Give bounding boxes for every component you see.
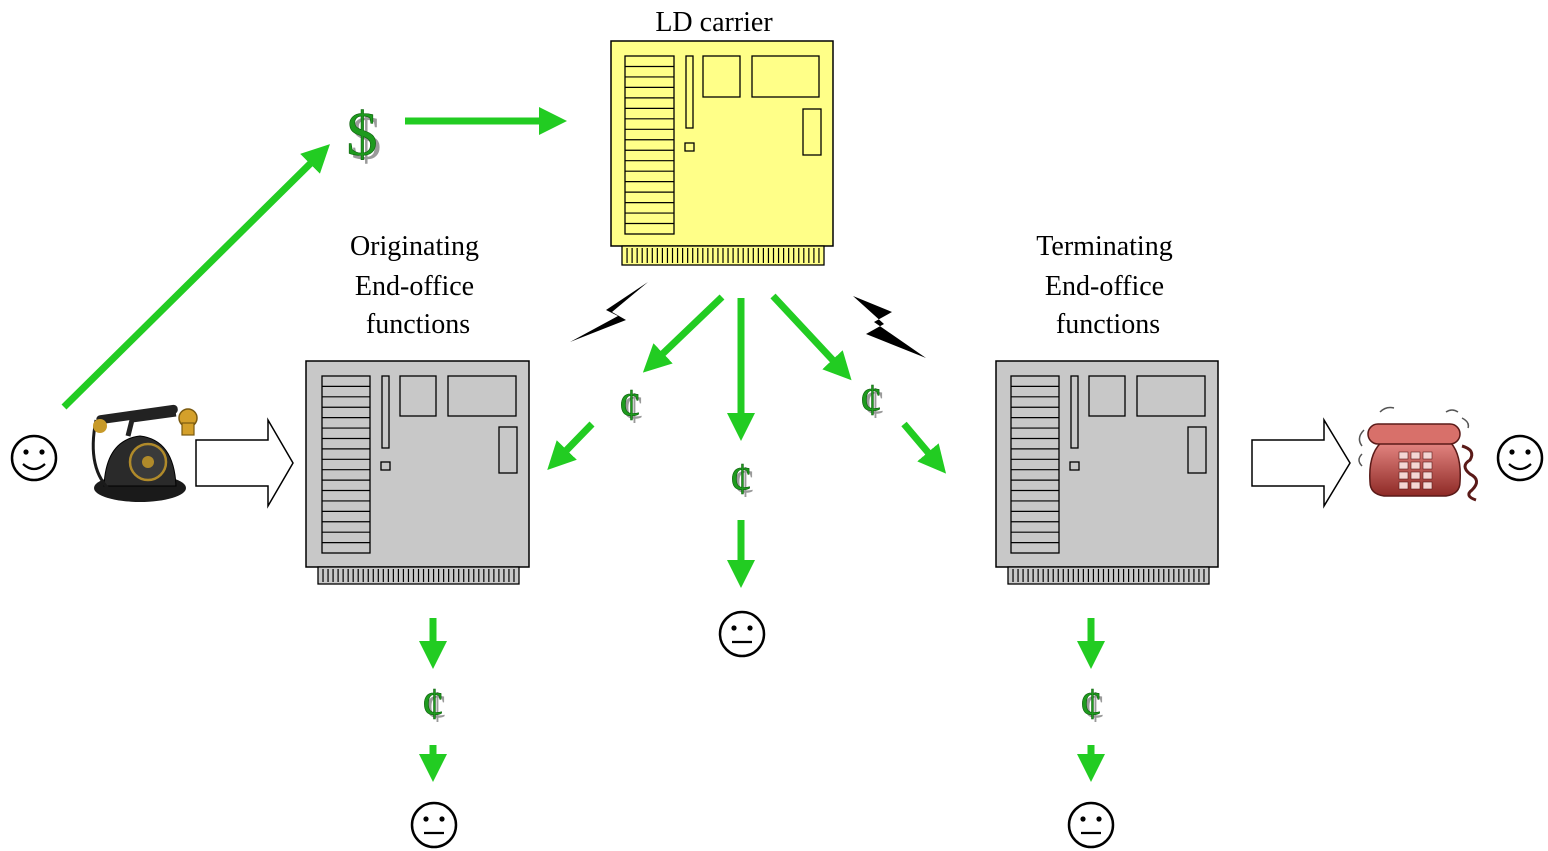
payment-arrow-to-dollar <box>61 144 330 410</box>
cent-symbol-originating: ¢ <box>422 678 445 729</box>
cent-symbol-middle: ¢ <box>730 453 753 504</box>
cent-arrow-to-terminating <box>901 421 947 474</box>
neutral-face-icon <box>718 610 766 658</box>
money-flow-arrows <box>61 107 1105 782</box>
ld-carrier-switch: LD carrier <box>610 7 834 266</box>
dollar-symbol: $ <box>347 101 378 169</box>
lightning-bolt-icon <box>570 282 648 342</box>
vintage-telephone-icon <box>91 404 198 502</box>
cent-symbol-left: ¢ <box>619 379 642 430</box>
receiver-face <box>1496 434 1544 482</box>
terminating-label: Terminating End-office functions <box>1036 231 1179 340</box>
cent-arrow-ld-to-right <box>770 293 852 381</box>
ld-carrier-connector <box>621 245 825 266</box>
cent-symbol-terminating: ¢ <box>1080 678 1103 729</box>
call-arrow-to-receiver <box>1251 417 1351 509</box>
neutral-face-middle <box>718 610 766 658</box>
svg-text:¢: ¢ <box>1083 681 1106 732</box>
originating-office-body <box>305 360 530 568</box>
ringing-telephone-icon <box>1358 406 1478 502</box>
caller-face <box>10 434 58 482</box>
svg-text:¢: ¢ <box>425 681 448 732</box>
svg-text:¢: ¢ <box>733 456 756 507</box>
cent-arrow-to-originating <box>547 421 595 471</box>
ld-carrier-body <box>610 40 834 247</box>
svg-text:¢: ¢ <box>863 377 886 428</box>
terminating-end-office: Terminating End-office functions <box>995 231 1219 585</box>
smiling-face-icon <box>10 434 58 482</box>
smiling-face-icon <box>1496 434 1544 482</box>
svg-text:$: $ <box>351 105 382 173</box>
money-symbols: $ $ ¢ ¢ ¢ ¢ ¢ ¢ ¢ ¢ ¢ ¢ <box>346 101 1106 732</box>
neutral-face-icon <box>410 801 458 849</box>
cent-arrow-ld-to-left <box>642 294 725 373</box>
neutral-face-icon <box>1067 801 1115 849</box>
terminating-office-body <box>995 360 1219 568</box>
lightning-bolt-icon <box>853 296 926 358</box>
cent-symbol-right: ¢ <box>860 374 883 425</box>
originating-end-office: Originating End-office functions <box>305 231 530 585</box>
call-arrow-to-originating <box>195 417 294 509</box>
svg-text:¢: ¢ <box>622 382 645 433</box>
neutral-face-terminating <box>1067 801 1115 849</box>
ld-carrier-slots <box>624 55 675 235</box>
neutral-face-originating <box>410 801 458 849</box>
originating-label: Originating End-office functions <box>350 231 486 340</box>
ld-carrier-label: LD carrier <box>655 7 773 38</box>
